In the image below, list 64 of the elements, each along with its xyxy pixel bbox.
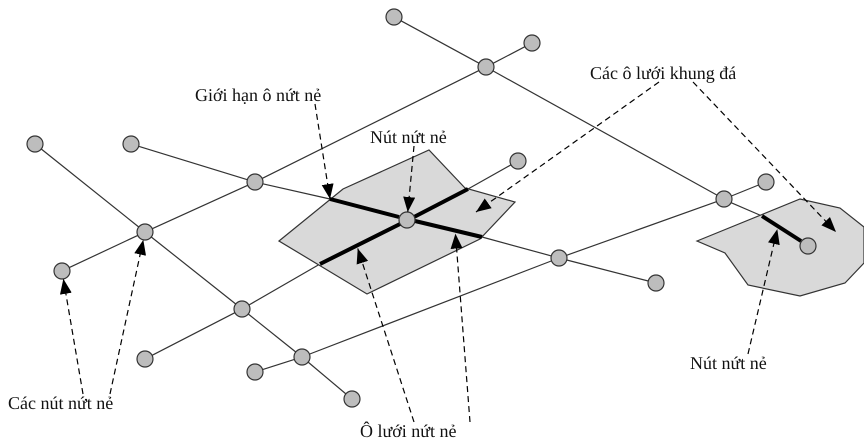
callout-label: Các ô lưới khung đá <box>590 62 736 84</box>
node-circle <box>398 211 416 229</box>
connector-line <box>400 20 480 64</box>
connector-line <box>731 184 759 197</box>
thick-segment <box>414 219 482 239</box>
connector-line <box>152 184 248 230</box>
leader-line <box>450 234 471 422</box>
node-circle <box>246 173 264 191</box>
leader-line <box>314 104 334 200</box>
leader-line <box>747 229 780 354</box>
connector-line <box>482 236 552 256</box>
node-circle <box>233 300 251 318</box>
node-circle <box>293 348 311 366</box>
callout-label: Nút nứt nẻ <box>690 352 767 374</box>
callout-label: Giới hạn ô nứt nẻ <box>195 84 322 106</box>
thick-segment <box>413 187 469 219</box>
leader-line <box>60 278 84 394</box>
connector-line <box>40 148 140 228</box>
connector-line <box>262 70 480 179</box>
connector-line <box>248 314 296 352</box>
leader-line <box>692 82 836 232</box>
thick-segment <box>319 222 401 266</box>
connector-line <box>150 236 236 304</box>
node-circle <box>385 8 403 26</box>
node-circle <box>799 237 817 255</box>
leader-line <box>109 240 146 394</box>
connector-line <box>262 183 330 200</box>
leader-line <box>356 248 415 422</box>
connector-line <box>730 202 762 217</box>
node-circle <box>523 34 541 52</box>
callout-label: Nút nứt nẻ <box>370 126 447 148</box>
node-circle <box>757 173 775 191</box>
thick-segment <box>760 214 802 243</box>
node-circle <box>477 58 495 76</box>
node-circle <box>715 190 733 208</box>
connector-line <box>262 358 295 370</box>
node-circle <box>26 135 44 153</box>
connector-line <box>248 263 320 306</box>
node-circle <box>53 262 71 280</box>
connector-line <box>68 234 138 268</box>
connector-line <box>309 260 552 355</box>
leader-line <box>476 82 660 212</box>
node-circle <box>343 390 361 408</box>
node-circle <box>136 223 154 241</box>
node-circle <box>136 350 154 368</box>
shaded-polygon <box>695 198 864 297</box>
connector-line <box>492 46 526 64</box>
shaded-polygon <box>278 149 516 295</box>
node-circle <box>509 152 527 170</box>
connector-line <box>468 164 512 190</box>
leader-line <box>403 146 416 212</box>
connector-line <box>566 201 717 256</box>
connector-line <box>152 312 236 356</box>
node-circle <box>647 274 665 292</box>
callout-label: Các nút nứt nẻ <box>8 392 114 414</box>
node-circle <box>550 249 568 267</box>
connector-line <box>492 70 718 196</box>
connector-line <box>566 259 648 282</box>
connector-line <box>138 146 248 180</box>
node-circle <box>246 363 264 381</box>
node-circle <box>122 135 140 153</box>
connector-line <box>308 362 346 394</box>
callout-label: Ô lưới nứt nẻ <box>360 420 457 442</box>
thick-segment <box>330 197 400 219</box>
